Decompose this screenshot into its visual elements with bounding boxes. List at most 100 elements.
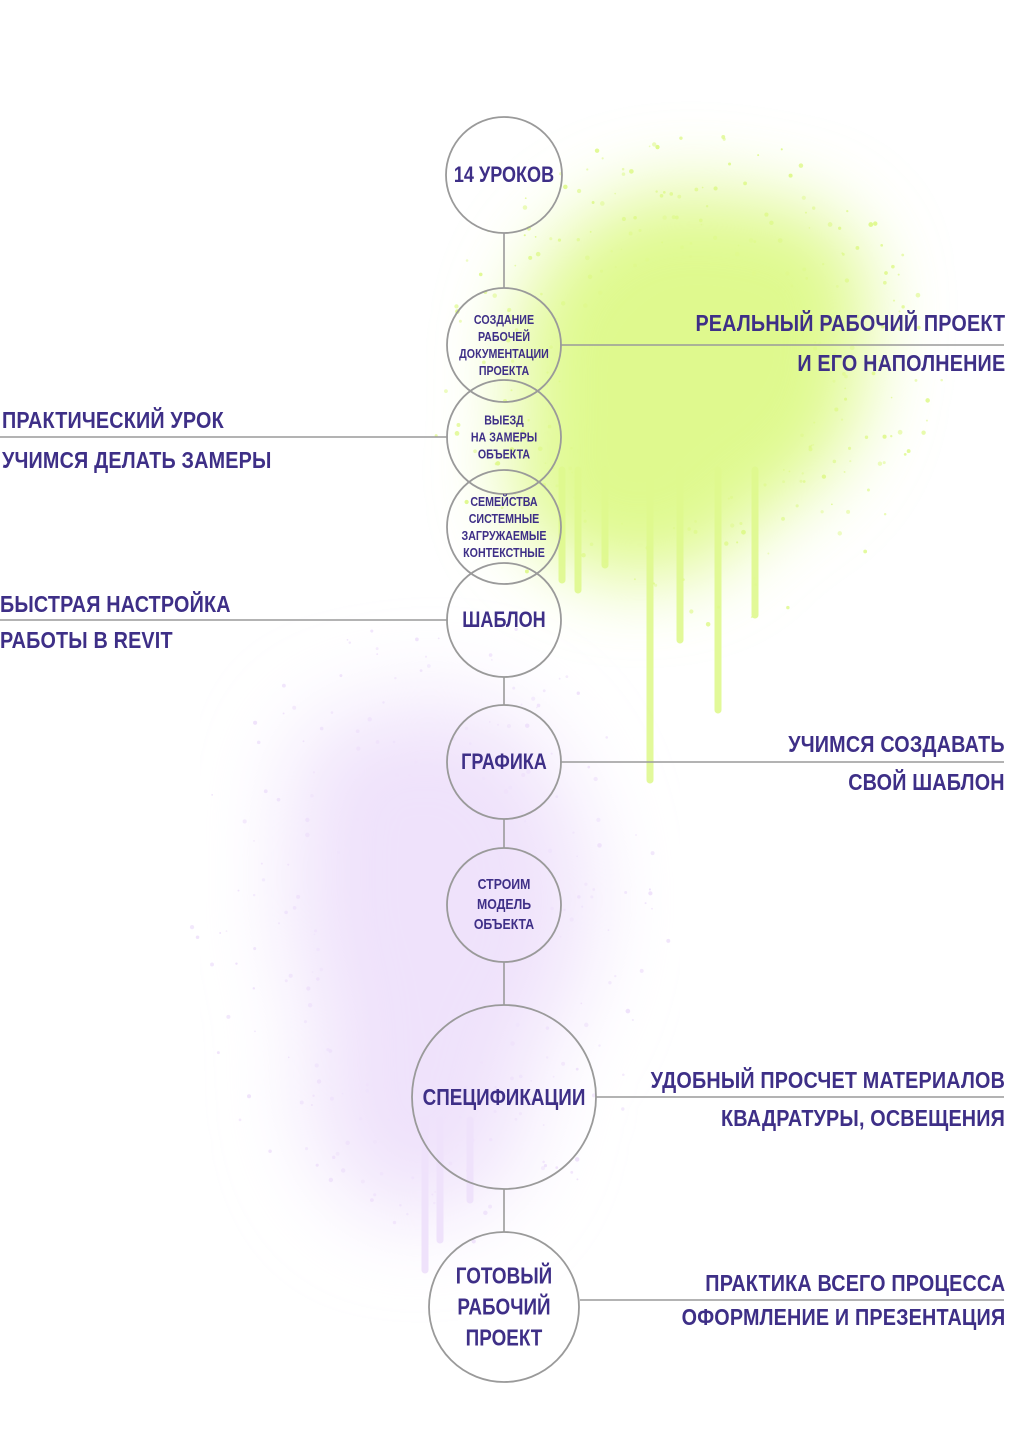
spray-dot [813, 346, 818, 351]
spray-dot [424, 655, 428, 658]
spray-dot [382, 701, 385, 704]
node-text-line: СТРОИМ [477, 876, 531, 893]
spray-dot [717, 605, 721, 609]
spray-dot [282, 712, 285, 715]
spray-dot [811, 206, 816, 210]
annotation-line: БЫСТРАЯ НАСТРОЙКА [0, 591, 231, 617]
spray-dot [565, 675, 569, 679]
spray-dot [514, 627, 518, 632]
spray-dot [304, 1147, 309, 1151]
spray-dot [783, 469, 785, 471]
spray-dot [558, 677, 561, 680]
spray-dot [542, 689, 546, 693]
spray-dot [375, 647, 379, 651]
spray-dot [832, 459, 837, 464]
spray-dot [238, 1118, 242, 1122]
spray-dot [542, 1124, 545, 1126]
annotation-materials: УДОБНЫЙ ПРОСЧЕТ МАТЕРИАЛОВ КВАДРАТУРЫ, О… [651, 1065, 1005, 1133]
spray-dot [753, 577, 756, 580]
spray-dot [531, 696, 536, 701]
spray-dot [837, 531, 842, 536]
spray-dot [604, 559, 608, 563]
spray-dot [340, 1168, 346, 1173]
spray-dot [864, 435, 869, 439]
spray-dot [581, 905, 584, 908]
spray-dot [621, 216, 626, 222]
spray-dot [463, 1085, 468, 1090]
spray-dot [557, 238, 562, 242]
spray-dot [419, 669, 423, 672]
spray-dot [555, 1166, 559, 1169]
spray-dot [813, 421, 816, 424]
spray-dot [494, 1086, 497, 1089]
spray-dot [480, 754, 485, 759]
spray-dot [544, 462, 547, 465]
spray-dot [376, 653, 379, 655]
spray-dot [465, 756, 469, 760]
spray-dot [585, 255, 590, 261]
spray-dot [635, 834, 637, 836]
spray-dot [576, 691, 580, 695]
node-circle-families [446, 469, 562, 585]
spray-dot [276, 797, 281, 802]
spray-dot [314, 1063, 319, 1068]
spray-dot [661, 241, 664, 244]
spray-dot [311, 971, 314, 973]
node-circle-template [446, 562, 562, 678]
spray-dot [877, 461, 883, 466]
spray-dot [520, 811, 524, 815]
spray-dot [592, 888, 596, 891]
spray-dot [764, 212, 769, 217]
spray-dot [550, 906, 554, 911]
node-lessons: 14 УРОКОВ [454, 163, 554, 187]
spray-dot [822, 262, 825, 266]
spray-dot [307, 1003, 313, 1008]
spray-dot [591, 1093, 596, 1098]
spray-dot [284, 979, 288, 983]
spray-dot [633, 215, 637, 220]
spray-dot [915, 292, 921, 298]
spray-dot [211, 794, 214, 796]
spray-dot [648, 888, 651, 891]
spray-dot [785, 271, 790, 276]
annotation-line: РЕАЛЬНЫЙ РАБОЧИЙ ПРОЕКТ [695, 310, 1005, 336]
spray-dot [890, 396, 893, 399]
node-text-line: НА ЗАМЕРЫ [470, 429, 538, 445]
spray-dot [633, 263, 637, 268]
spray-dot [365, 1089, 370, 1093]
spray-dot [284, 910, 288, 915]
spray-dot [216, 1051, 220, 1055]
spray-dot [332, 1155, 336, 1160]
spray-dot [651, 907, 653, 910]
spray-dot [535, 706, 538, 709]
spray-dot [253, 720, 258, 725]
spray-dot [607, 929, 610, 932]
spray-dot [834, 407, 839, 412]
spray-dot [736, 541, 739, 544]
node-text-line: МОДЕЛЬ [476, 896, 532, 913]
spray-dot [392, 740, 396, 744]
spray-dot [880, 243, 884, 247]
spray-dot [788, 173, 793, 178]
spray-dot [739, 521, 743, 525]
spray-dot [621, 1107, 625, 1111]
spray-dot [780, 148, 783, 151]
spray-dot [803, 323, 808, 328]
spray-dot [529, 1098, 534, 1103]
spray-dot [444, 389, 448, 394]
spray-dot [832, 379, 836, 383]
annotation-practice: ПРАКТИКА ВСЕГО ПРОЦЕССА ОФОРМЛЕНИЕ И ПРЕ… [681, 1268, 1005, 1332]
spray-dot [434, 1190, 437, 1193]
spray-dot [763, 483, 767, 487]
node-text-line: СОЗДАНИЕ [473, 312, 535, 327]
spray-dot [767, 552, 770, 555]
spray-dot [584, 882, 588, 886]
spray-dot [868, 222, 874, 227]
spray-dot [458, 1115, 462, 1119]
node-text-line: СПЕЦИФИКАЦИИ [422, 1084, 586, 1110]
node-circle-specs [411, 1004, 597, 1190]
spray-dot [743, 181, 747, 186]
spray-dot [315, 1163, 319, 1167]
annotation-line: ПРАКТИКА ВСЕГО ПРОЦЕССА [704, 1270, 1005, 1296]
spray-dot [507, 314, 513, 320]
